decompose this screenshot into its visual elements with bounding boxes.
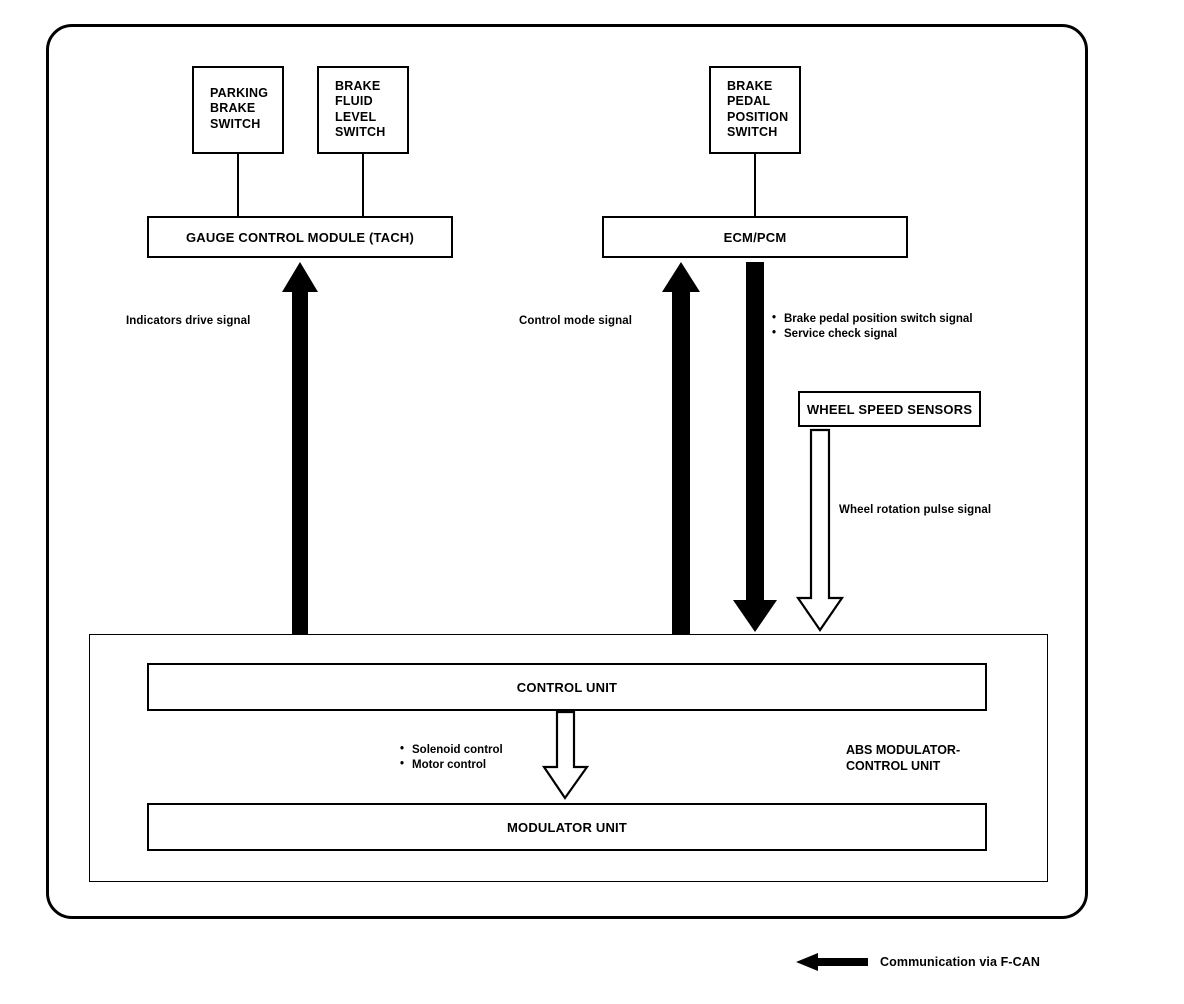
legend-label: Communication via F-CAN [880, 955, 1040, 969]
ecm-signal-bullet-2: Service check signal [772, 326, 973, 342]
parking-brake-switch-connector [237, 154, 239, 216]
brake-fluid-level-switch-line-1: BRAKE [335, 79, 381, 93]
modulator-control-bullets: Solenoid control Motor control [400, 742, 503, 773]
brake-pedal-position-switch-line-2: PEDAL [727, 94, 771, 109]
brake-fluid-level-switch-line-3: LEVEL [335, 109, 377, 124]
ecm-signal-bullets: Brake pedal position switch signal Servi… [772, 311, 973, 342]
diagram-outer-frame [46, 24, 1088, 919]
control-mode-signal-label: Control mode signal [519, 315, 633, 327]
ecm-pcm-label: ECM/PCM [723, 229, 787, 245]
brake-fluid-level-switch-connector [362, 154, 364, 216]
parking-brake-switch-line-2: BRAKE [210, 101, 256, 116]
abs-modulator-control-unit-line-1: ABS MODULATOR- [846, 743, 961, 757]
gauge-control-module-label: GAUGE CONTROL MODULE (TACH) [185, 229, 415, 245]
parking-brake-switch-box: PARKING BRAKE SWITCH [192, 66, 284, 154]
modulator-unit-label: MODULATOR UNIT [506, 819, 628, 835]
brake-pedal-position-switch-line-3: POSITION [727, 109, 789, 124]
wheel-speed-sensors-label: WHEEL SPEED SENSORS [806, 401, 973, 417]
ecm-pcm-box: ECM/PCM [602, 216, 908, 258]
modulator-control-bullet-1: Solenoid control [400, 742, 503, 758]
brake-pedal-position-switch-line-1: BRAKE [727, 79, 773, 93]
wheel-rotation-pulse-signal-label: Wheel rotation pulse signal [839, 504, 992, 516]
indicators-drive-signal-label: Indicators drive signal [126, 315, 251, 327]
brake-pedal-position-switch-box: BRAKE PEDAL POSITION SWITCH [709, 66, 801, 154]
brake-pedal-position-switch-line-4: SWITCH [727, 124, 778, 139]
control-unit-label: CONTROL UNIT [516, 679, 618, 695]
legend: Communication via F-CAN [796, 952, 1040, 972]
control-unit-box: CONTROL UNIT [147, 663, 987, 711]
brake-fluid-level-switch-line-4: SWITCH [335, 124, 386, 139]
parking-brake-switch-line-1: PARKING [210, 86, 269, 100]
modulator-control-bullet-2: Motor control [400, 757, 503, 773]
gauge-control-module-box: GAUGE CONTROL MODULE (TACH) [147, 216, 453, 258]
brake-fluid-level-switch-box: BRAKE FLUID LEVEL SWITCH [317, 66, 409, 154]
modulator-unit-box: MODULATOR UNIT [147, 803, 987, 851]
ecm-signal-bullet-1: Brake pedal position switch signal [772, 311, 973, 327]
abs-modulator-control-unit-label: ABS MODULATOR- CONTROL UNIT [846, 743, 960, 774]
parking-brake-switch-line-3: SWITCH [210, 116, 261, 131]
brake-fluid-level-switch-line-2: FLUID [335, 94, 373, 109]
wheel-speed-sensors-box: WHEEL SPEED SENSORS [798, 391, 981, 427]
abs-modulator-control-unit-line-2: CONTROL UNIT [846, 758, 941, 773]
brake-pedal-position-switch-connector [754, 154, 756, 216]
left-arrow-icon [796, 953, 868, 971]
